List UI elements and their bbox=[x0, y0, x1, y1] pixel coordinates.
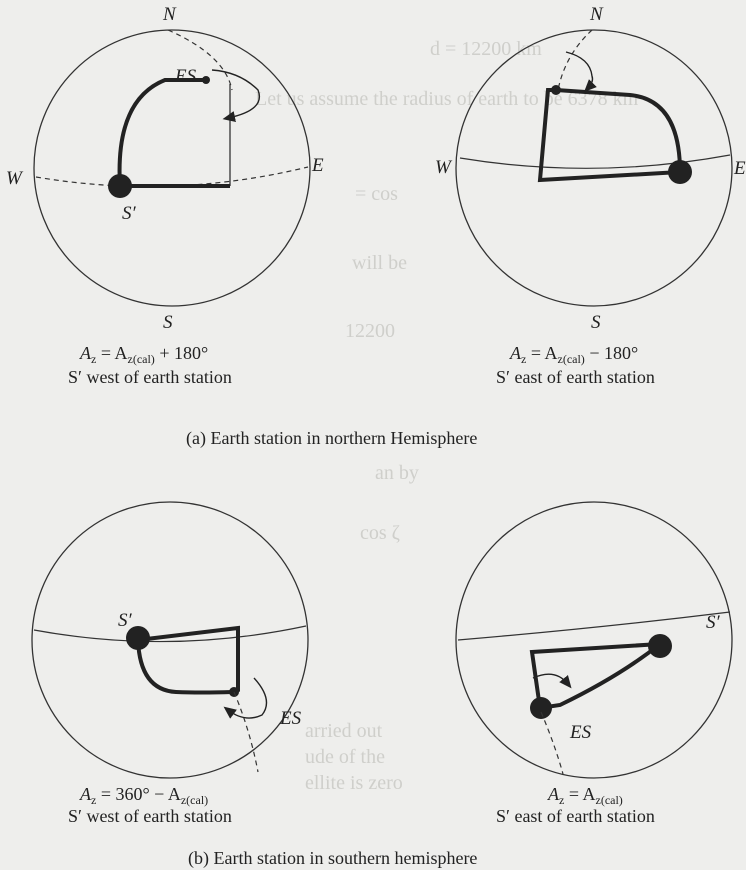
azimuth-path bbox=[136, 625, 240, 695]
formula-bottom-left: Az = 360° − Az(cal) bbox=[80, 784, 209, 807]
diagram-bottom-left bbox=[31, 501, 309, 779]
label-earth-station: ES bbox=[175, 66, 197, 87]
earth-station-point bbox=[530, 697, 552, 719]
rotation-arrow bbox=[532, 673, 572, 689]
equator-line bbox=[457, 611, 731, 641]
label-east: E bbox=[312, 155, 324, 176]
meridian-dashed bbox=[167, 29, 233, 91]
caption-top-left: S′ west of earth station bbox=[68, 367, 232, 387]
meridian-dashed bbox=[557, 29, 593, 91]
earth-globe bbox=[455, 501, 733, 779]
azimuth-path bbox=[117, 78, 230, 188]
label-north: N bbox=[163, 4, 176, 25]
caption-top-right: S′ east of earth station bbox=[496, 367, 655, 387]
label-north: N bbox=[590, 4, 603, 25]
azimuth-path bbox=[537, 88, 683, 183]
equator-line bbox=[459, 154, 731, 169]
label-earth-station: ES bbox=[280, 708, 302, 729]
formula-bottom-right: Az = Az(cal) bbox=[548, 784, 623, 807]
label-earth-station: ES bbox=[570, 722, 592, 743]
label-south: S bbox=[591, 312, 601, 333]
rotation-arrow bbox=[223, 677, 268, 719]
meridian-dashed bbox=[233, 691, 259, 773]
label-subsatellite: S′ bbox=[118, 610, 132, 631]
formula-top-left: Az = Az(cal) + 180° bbox=[80, 343, 209, 366]
label-west: W bbox=[6, 168, 22, 189]
rotation-arrow bbox=[565, 51, 597, 92]
earth-globe bbox=[31, 501, 309, 779]
diagram-top-right bbox=[455, 29, 733, 307]
label-subsatellite: S′ bbox=[122, 203, 136, 224]
equator-dashed bbox=[35, 166, 309, 188]
label-east: E bbox=[734, 158, 746, 179]
caption-a: (a) Earth station in northern Hemisphere bbox=[186, 428, 478, 448]
formula-top-right: Az = Az(cal) − 180° bbox=[510, 343, 639, 366]
subsatellite-point bbox=[668, 160, 692, 184]
subsatellite-point bbox=[108, 174, 132, 198]
equator-line bbox=[33, 625, 307, 643]
label-subsatellite: S′ bbox=[706, 612, 720, 633]
caption-bottom-right: S′ east of earth station bbox=[496, 806, 655, 826]
caption-bottom-left: S′ west of earth station bbox=[68, 806, 232, 826]
azimuth-path bbox=[529, 641, 667, 711]
earth-station-point bbox=[202, 76, 210, 84]
label-west: W bbox=[435, 157, 451, 178]
diagram-top-left bbox=[33, 29, 311, 307]
earth-station-point bbox=[551, 85, 561, 95]
diagram-bottom-right bbox=[455, 501, 733, 779]
subsatellite-point bbox=[648, 634, 672, 658]
caption-b: (b) Earth station in southern hemisphere bbox=[188, 848, 478, 868]
earth-globe bbox=[455, 29, 733, 307]
earth-globe bbox=[33, 29, 311, 307]
label-south: S bbox=[163, 312, 173, 333]
meridian-dashed bbox=[540, 711, 564, 775]
subsatellite-point bbox=[126, 626, 150, 650]
rotation-arrow bbox=[211, 69, 260, 123]
